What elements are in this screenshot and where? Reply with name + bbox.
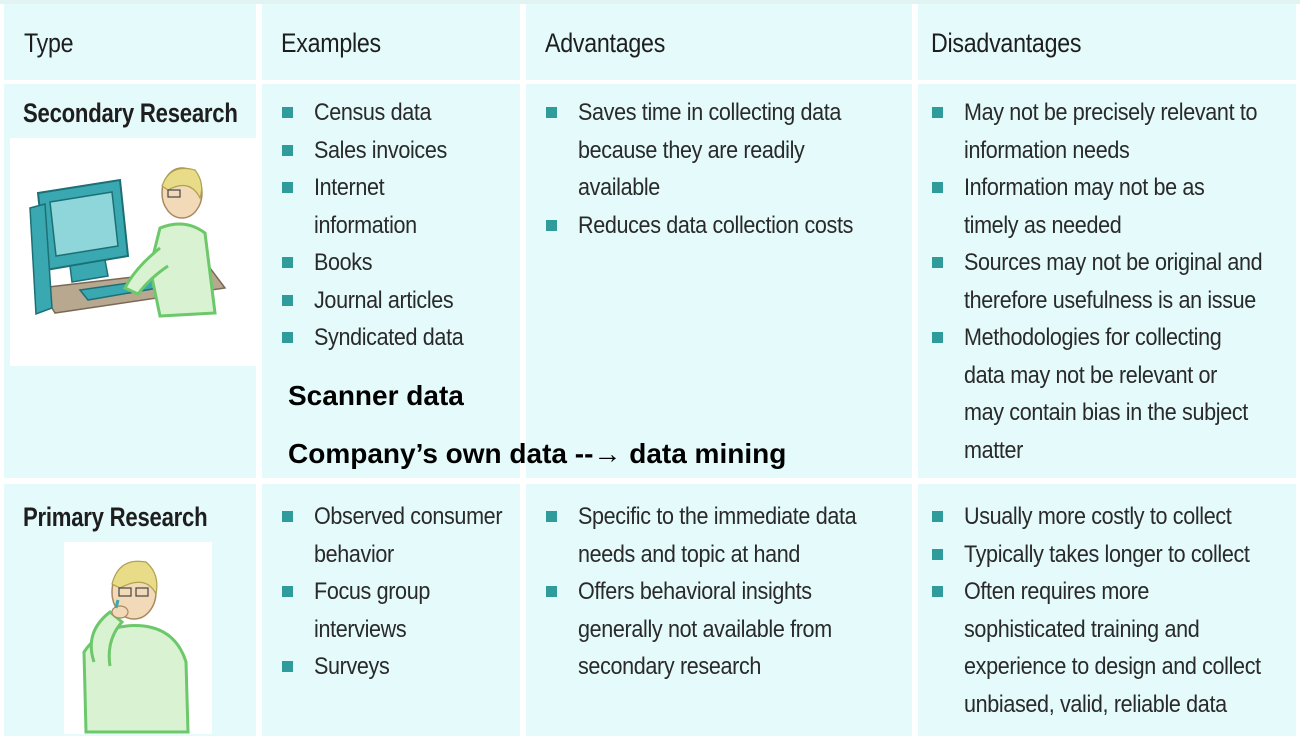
square-bullet-icon: [932, 257, 943, 268]
list-item: Census data: [280, 94, 484, 132]
list-item: Typically takes longer to collect: [930, 536, 1300, 574]
square-bullet-icon: [546, 586, 557, 597]
list-item-continuation: information: [314, 211, 417, 239]
list-item: Reduces data collection costs: [544, 207, 891, 245]
top-rule: [0, 0, 1300, 4]
list-item-continuation: available: [578, 174, 660, 201]
list-item: Specific to the immediate data: [544, 498, 894, 536]
list-item-continuation: needs and topic at hand: [578, 540, 801, 568]
header-cell-advantages: [526, 4, 912, 80]
row1-type-label: Secondary Research: [23, 98, 238, 128]
row2-examples-list: Observed consumer behavior Focus group i…: [280, 498, 528, 686]
row2-advantages-list: Specific to the immediate data needs and…: [544, 498, 894, 686]
list-item: Sources may not be original and: [930, 244, 1300, 282]
square-bullet-icon: [282, 332, 293, 343]
list-item: Journal articles: [280, 282, 484, 320]
scanner-data-note: Scanner data: [288, 380, 464, 411]
row1-disadvantages-list: May not be precisely relevant to informa…: [930, 94, 1300, 469]
list-item: Books: [280, 244, 484, 282]
square-bullet-icon: [546, 219, 557, 231]
square-bullet-icon: [932, 332, 943, 343]
list-item: Surveys: [280, 648, 528, 686]
square-bullet-icon: [546, 107, 557, 118]
row1-cell-disadvantages: [918, 84, 1296, 478]
header-examples: Examples: [281, 28, 381, 58]
square-bullet-icon: [282, 294, 293, 306]
square-bullet-icon: [932, 586, 943, 597]
list-item: Usually more costly to collect: [930, 498, 1300, 536]
list-item-continuation: therefore usefulness is an issue: [964, 286, 1256, 314]
list-item: Methodologies for collecting: [930, 319, 1300, 357]
list-item-continuation: unbiased, valid, reliable data: [964, 690, 1227, 718]
list-item-continuation: timely as needed: [964, 211, 1122, 239]
list-item-continuation: experience to design and collect: [964, 653, 1261, 680]
list-item-continuation: interviews: [314, 615, 407, 643]
header-cell-disadvantages: [918, 4, 1296, 80]
square-bullet-icon: [282, 586, 293, 597]
header-advantages: Advantages: [545, 28, 666, 58]
square-bullet-icon: [282, 511, 293, 522]
computer-user-illustration: [10, 138, 260, 366]
list-item-continuation: data may not be relevant or: [964, 361, 1217, 389]
square-bullet-icon: [282, 661, 293, 672]
list-item: Observed consumer: [280, 498, 528, 536]
row2-cell-examples: [262, 484, 520, 736]
list-item-continuation: information needs: [964, 136, 1130, 164]
square-bullet-icon: [282, 107, 293, 118]
list-item-continuation: generally not available from: [578, 615, 832, 643]
row2-cell-disadvantages: [918, 484, 1296, 736]
list-item: May not be precisely relevant to: [930, 94, 1300, 132]
list-item: Offers behavioral insights: [544, 573, 894, 611]
row2-type-label: Primary Research: [23, 502, 208, 532]
header-disadvantages: Disadvantages: [931, 28, 1082, 58]
list-item: Sales invoices: [280, 132, 484, 170]
list-item: Saves time in collecting data: [544, 94, 891, 132]
header-cell-type: [4, 4, 256, 80]
computer-user-icon: [29, 167, 227, 318]
thinking-person-illustration: [64, 542, 212, 734]
list-item: Often requires more: [930, 573, 1300, 611]
list-item: Syndicated data: [280, 319, 484, 357]
row1-cell-examples: [262, 84, 520, 478]
list-item-continuation: because they are readily: [578, 136, 805, 164]
header-cell-examples: [262, 4, 520, 80]
list-item-continuation: secondary research: [578, 653, 762, 680]
row1-advantages-list: Saves time in collecting data because th…: [544, 94, 891, 244]
row1-cell-advantages: [526, 84, 912, 478]
thinking-person-icon: [82, 560, 190, 734]
list-item-continuation: sophisticated training and: [964, 615, 1200, 643]
square-bullet-icon: [932, 107, 943, 118]
square-bullet-icon: [546, 511, 557, 522]
list-item: Internet: [280, 169, 484, 207]
square-bullet-icon: [282, 182, 293, 193]
square-bullet-icon: [932, 182, 943, 193]
square-bullet-icon: [932, 511, 943, 522]
list-item-continuation: matter: [964, 436, 1024, 464]
row1-examples-list: Census data Sales invoices Internet info…: [280, 94, 484, 357]
company-data-mining-note: Company’s own data --→ data mining: [288, 438, 787, 469]
square-bullet-icon: [282, 144, 293, 156]
header-type: Type: [24, 28, 74, 58]
row2-disadvantages-list: Usually more costly to collect Typically…: [930, 498, 1300, 723]
list-item-continuation: may contain bias in the subject: [964, 399, 1248, 426]
square-bullet-icon: [282, 257, 293, 268]
row2-cell-advantages: [526, 484, 912, 736]
list-item: Focus group: [280, 573, 528, 611]
square-bullet-icon: [932, 548, 943, 560]
list-item-continuation: behavior: [314, 540, 394, 568]
list-item: Information may not be as: [930, 169, 1300, 207]
